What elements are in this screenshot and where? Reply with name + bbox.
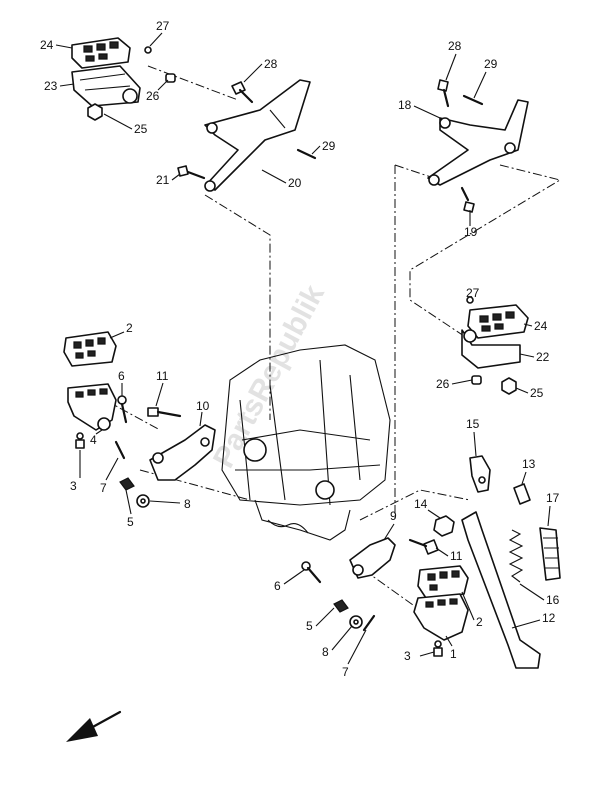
callout-label: 25 (134, 122, 148, 136)
callout-label: 19 (464, 225, 478, 239)
pin-29-right (462, 94, 484, 106)
bolt-28-right (437, 79, 450, 108)
pin-7-right (362, 614, 376, 632)
cotter-pin-27-top (144, 46, 152, 54)
callout-label: 24 (40, 38, 54, 52)
bracket-9 (349, 537, 396, 579)
callout-label: 27 (466, 286, 480, 300)
washer-8-left (136, 494, 150, 508)
callout-label: 11 (156, 369, 169, 383)
callout-label: 18 (398, 98, 412, 112)
footrest-rubber-24-right (467, 304, 529, 339)
callout-label: 10 (196, 399, 210, 413)
callout-label: 24 (534, 319, 548, 333)
footrest-22 (461, 329, 521, 369)
watermark-text: PartsRepublik (207, 279, 331, 473)
callout-label: 8 (322, 645, 329, 659)
nut-25-top (87, 103, 103, 121)
bolt-21 (177, 165, 206, 180)
front-direction-arrow-icon (66, 710, 122, 742)
callout-label: 7 (342, 665, 349, 679)
callout-label: 29 (322, 139, 336, 153)
stand-cover-17 (539, 527, 561, 581)
bracket-15 (469, 455, 491, 493)
callout-label: 26 (436, 377, 450, 391)
footrest-bracket-20 (204, 79, 311, 192)
spring-5-right (333, 599, 349, 613)
bolt-28-left (231, 81, 254, 104)
callout-label: 22 (536, 350, 550, 364)
callout-label: 28 (448, 39, 462, 53)
spring-5-left (119, 477, 135, 491)
footrest-rubber-2-left (63, 331, 117, 367)
callout-label: 27 (156, 19, 170, 33)
callout-label: 23 (44, 79, 58, 93)
callout-label: 20 (288, 176, 302, 190)
footrest-1 (413, 593, 469, 641)
spring-16 (508, 529, 524, 583)
nut-25-right (501, 377, 517, 395)
callout-label: 11 (450, 549, 463, 563)
callout-label: 1 (450, 647, 457, 661)
bolt-3-left (75, 432, 85, 449)
callout-label: 21 (156, 173, 170, 187)
callout-label: 3 (404, 649, 411, 663)
bolt-11-left (147, 407, 182, 418)
callout-label: 12 (542, 611, 556, 625)
spring-26-right (471, 375, 482, 385)
callout-labels: 24 23 27 26 25 28 29 20 21 28 29 18 19 2… (40, 19, 560, 679)
pin-7-left (114, 440, 126, 460)
callout-label: 4 (90, 433, 97, 447)
callout-label: 2 (476, 615, 483, 629)
footrest-bracket-18 (427, 99, 529, 186)
callout-label: 3 (70, 479, 77, 493)
pin-6-left (117, 395, 128, 424)
callout-label: 5 (306, 619, 313, 633)
callout-label: 16 (546, 593, 560, 607)
callout-label: 9 (390, 509, 397, 523)
callout-label: 8 (184, 497, 191, 511)
pin-6-right (301, 561, 322, 584)
callout-label: 15 (466, 417, 480, 431)
callout-label: 25 (530, 386, 544, 400)
bolt-13 (513, 483, 531, 505)
callout-label: 28 (264, 57, 278, 71)
pin-29-left (296, 148, 317, 160)
spring-26-top (165, 73, 176, 83)
callout-label: 7 (100, 481, 107, 495)
bolt-19 (460, 186, 475, 213)
callout-label: 5 (127, 515, 134, 529)
footrest-rubber-24-top (71, 37, 131, 69)
callout-label: 14 (414, 497, 428, 511)
bolt-11-right (408, 538, 439, 555)
bracket-10 (149, 424, 216, 481)
collar-14 (433, 515, 455, 537)
footrest-4 (67, 383, 117, 431)
callout-label: 29 (484, 57, 498, 71)
callout-label: 6 (274, 579, 281, 593)
footrest-rubber-2-right (417, 565, 469, 599)
callout-label: 26 (146, 89, 160, 103)
callout-label: 6 (118, 369, 125, 383)
washer-8-right (349, 615, 363, 629)
callout-label: 17 (546, 491, 560, 505)
callout-label: 13 (522, 457, 536, 471)
cotter-pin-27-right (466, 296, 474, 304)
side-stand-12 (461, 511, 541, 669)
footrest-23 (71, 65, 141, 107)
callout-label: 2 (126, 321, 133, 335)
frame-outline (221, 344, 391, 541)
bolt-3-right (433, 640, 443, 657)
